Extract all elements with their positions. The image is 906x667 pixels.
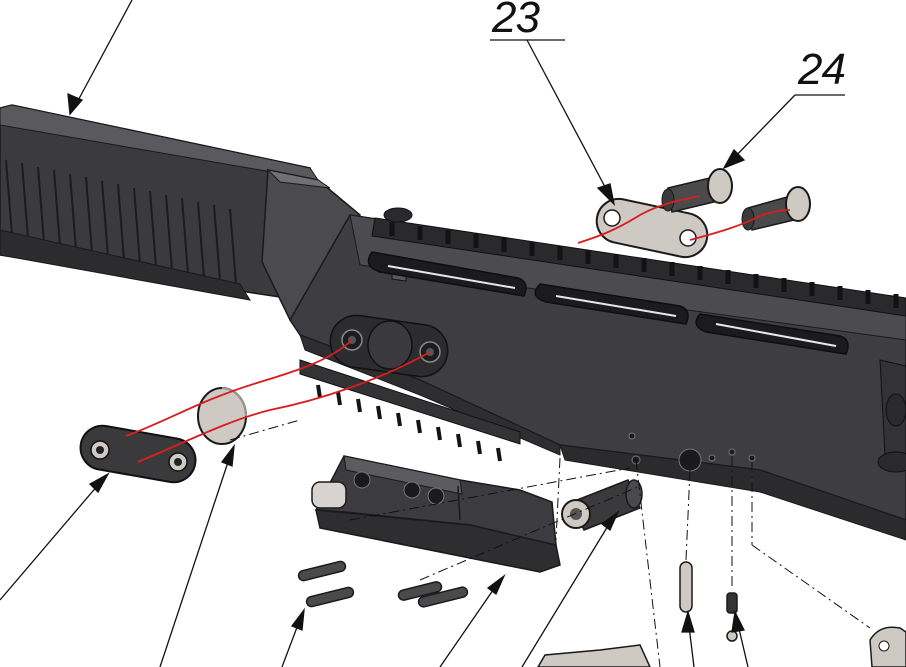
lower-parts [537, 626, 906, 667]
plunger-cylinder [561, 479, 643, 531]
construction-lines [229, 419, 871, 667]
small-pins [297, 560, 738, 642]
grip-ribs [5, 159, 237, 285]
lower-link-plate [79, 424, 197, 484]
leader-lines [0, 0, 845, 667]
bottom-rail [316, 384, 502, 462]
callout-24-label: 24 [797, 45, 845, 94]
assembly-paths [125, 195, 791, 463]
receiver-body [0, 104, 906, 541]
housing-block [311, 455, 561, 573]
top-rail [371, 217, 906, 317]
spacer-disc [197, 387, 247, 445]
callout-23-label: 23 [491, 0, 540, 42]
